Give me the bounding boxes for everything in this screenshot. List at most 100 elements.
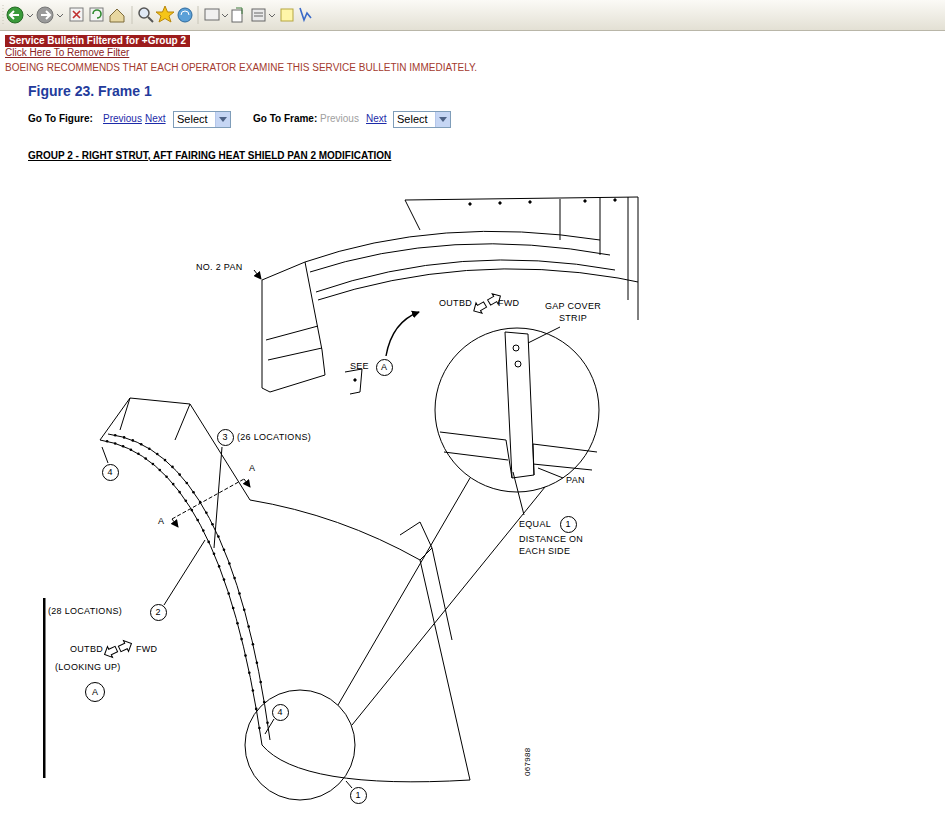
callout-number: 1 [350,787,367,804]
fastener-dot [259,681,262,684]
part-name: PAN [566,475,585,485]
fastener-dot [186,482,189,485]
filter-link: Click Here To Remove Filter [5,47,129,59]
fastener-dot [211,523,214,526]
fastener-dot [178,473,181,476]
nav-label: Go To Frame: [253,113,317,125]
fastener-dot [202,529,205,532]
callout-text: A [381,363,387,372]
fastener-dot [233,577,236,580]
callout-text: 1 [565,520,570,529]
fastener-dot [192,491,195,494]
select-dropdown: Select [393,111,451,128]
part-name: GAP COVER STRIP [540,300,606,324]
fastener-dot [137,453,140,456]
fastener-dot [123,436,126,439]
fastener-dot [248,671,251,674]
drawing-number: 067988 [523,748,532,777]
fastener-dot [132,439,135,442]
fastener-dot [172,483,175,486]
fastener-dot [218,565,221,568]
callout-number: 2 [150,604,167,621]
group-heading: GROUP 2 - RIGHT STRUT, AFT FAIRING HEAT … [28,150,391,162]
part-name: NO. 2 PAN [196,262,243,272]
fastener-dot [247,625,250,628]
fastener-dot [217,535,220,538]
fastener-dot [156,453,159,456]
direction-label: FWD [498,298,519,308]
dropdown-button [435,112,450,127]
fastener-dot [205,512,208,515]
fastener-dot [191,509,194,512]
lower-pan-figure [43,327,599,800]
callout-text: 2 [155,608,160,617]
select-dropdown: Select [173,111,231,128]
section-label: A [158,516,164,526]
fastener-dot [114,442,117,445]
callout-number: 1 [560,516,577,533]
fastener-dot [171,466,174,469]
fastener-dot [122,445,125,448]
quantity-note: (26 LOCATIONS) [237,432,311,442]
select-text: Select [394,112,450,127]
nav-link: Next [145,113,166,125]
direction-label: OUTBD [439,298,472,308]
nav-link: Previous [103,113,142,125]
view-note: (LOOKING UP) [55,662,121,672]
fastener-dot [252,643,255,646]
quantity-note: (28 LOCATIONS) [48,606,122,616]
callout-text: 4 [277,708,282,717]
fastener-dot [114,434,117,437]
fastener-dot [207,541,210,544]
fastener-dot [178,491,181,494]
direction-label: OUTBD [70,644,103,654]
figure-title: Figure 23. Frame 1 [28,83,152,99]
fastener-dot [223,578,226,581]
filter-banner: Service Bulletin Filtered for +Group 2 [5,35,190,47]
fastener-dot [244,654,247,657]
fastener-dot [258,727,261,730]
fastener-dot [144,457,147,460]
fastener-dot [196,519,199,522]
fastener-dot [165,475,168,478]
dimension-note: EQUAL [519,519,551,529]
advisory-note: BOEING RECOMMENDS THAT EACH OPERATOR EXA… [5,62,477,74]
fastener-dot [164,459,167,462]
nav-link: Next [366,113,387,125]
fastener-dot [232,607,235,610]
callout-text: A [92,688,98,697]
fastener-dot [228,562,231,565]
callout-number: A [376,359,393,376]
fastener-dot [256,662,259,665]
callout-text: 3 [222,433,227,442]
fastener-dot [148,447,151,450]
nav-label: Go To Figure: [28,113,93,125]
fastener-dot [213,553,216,556]
fastener-dot [243,608,246,611]
fastener-dot [240,638,243,641]
section-label: A [249,463,255,473]
select-text: Select [174,112,230,127]
nav-link-disabled: Previous [320,113,359,125]
callout-number: 4 [272,704,289,721]
callout-text: 4 [107,468,112,477]
callout-number: 4 [102,464,119,481]
fastener-dot [223,548,226,551]
fastener-dot [152,463,155,466]
callout-number: A [85,682,105,702]
direction-label: FWD [136,644,157,654]
callout-text: 1 [355,791,360,800]
banner-text: Service Bulletin Filtered for +Group 2 [9,35,186,46]
fastener-dot [140,443,143,446]
browser-toolbar [0,0,945,31]
fastener-dot [227,592,230,595]
callout-number: 3 [217,429,234,446]
fastener-dot [266,722,269,725]
view-reference: SEE [350,361,369,371]
dropdown-button [215,112,230,127]
fastener-dot [106,440,109,443]
fastener-dot [130,448,133,451]
dimension-note: DISTANCE ON EACH SIDE [519,533,593,557]
fastener-dot [185,499,188,502]
